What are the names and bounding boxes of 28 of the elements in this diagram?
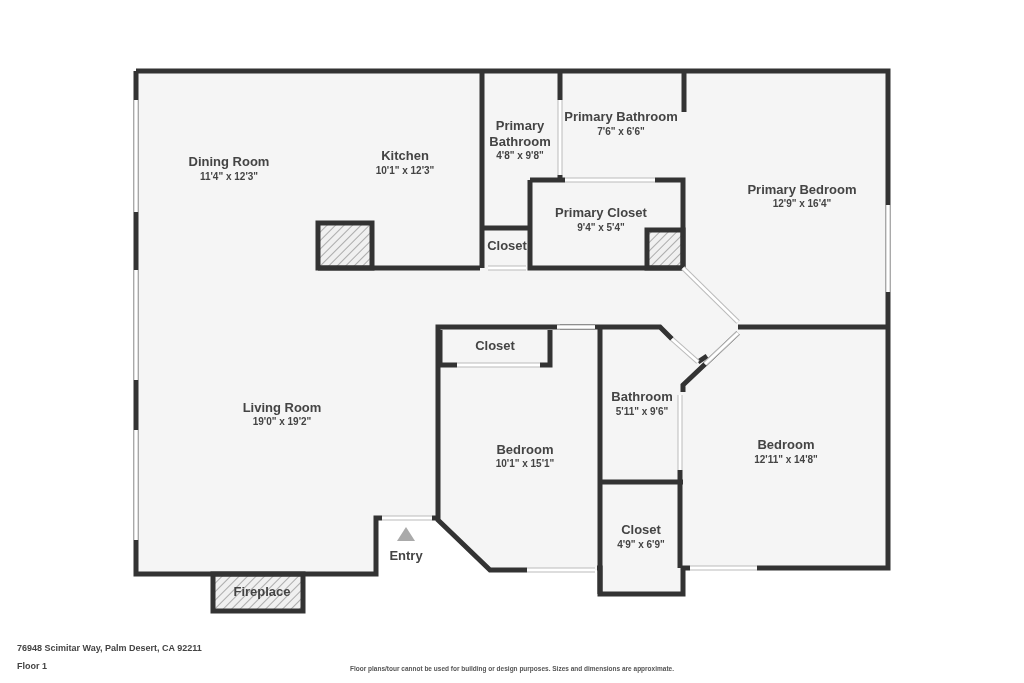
room-label: Primary Bedroom	[746, 182, 858, 199]
room-label: Bedroom	[495, 442, 555, 459]
room-label: Primary Bathroom	[563, 109, 679, 126]
footer-text: 76948 Scimitar Way, Palm Desert, CA 92211	[17, 642, 203, 655]
dimension-label: 5'11" x 9'6"	[614, 406, 670, 419]
room-label: Closet	[486, 238, 528, 255]
room-label: Fireplace	[232, 584, 292, 601]
dimension-label: 7'6" x 6'6"	[596, 126, 646, 139]
dimension-label: 12'9" x 16'4"	[771, 198, 833, 211]
dimension-label: 10'1" x 15'1"	[494, 458, 556, 471]
dimension-label: 11'4" x 12'3"	[198, 171, 260, 184]
room-label: Kitchen	[380, 148, 430, 165]
dimension-label: 4'9" x 6'9"	[616, 539, 666, 552]
footer-text: Floor 1	[17, 660, 48, 673]
dimension-label: 4'8" x 9'8"	[495, 150, 545, 163]
dimension-label: 9'4" x 5'4"	[576, 222, 626, 235]
dimension-label: 10'1" x 12'3"	[374, 165, 436, 178]
room-label: Living Room	[241, 400, 323, 417]
dimension-label: 12'11" x 14'8"	[753, 454, 819, 467]
room-label: Bedroom	[756, 437, 816, 454]
room-label: Closet	[620, 522, 662, 539]
room-label: Closet	[474, 338, 516, 355]
room-label: Entry	[388, 548, 424, 565]
room-label: Bathroom	[610, 389, 674, 406]
dimension-label: 19'0" x 19'2"	[251, 416, 313, 429]
room-label: Primary Bathroom	[488, 118, 552, 151]
room-label: Primary Closet	[554, 205, 648, 222]
room-label: Dining Room	[187, 154, 271, 171]
